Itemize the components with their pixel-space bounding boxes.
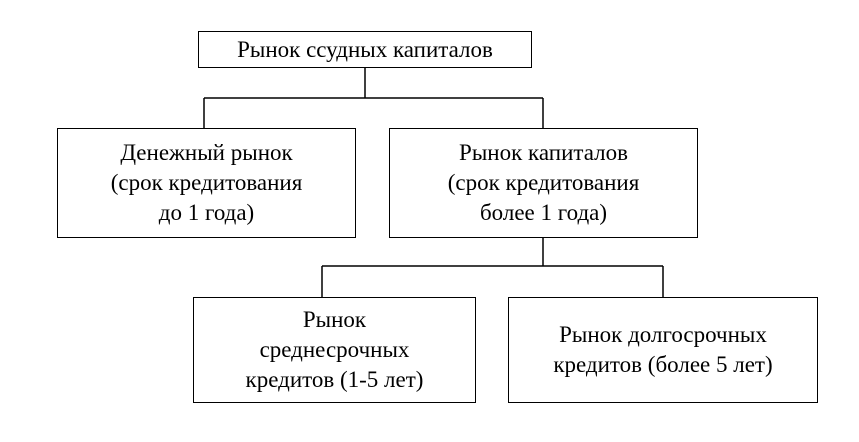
node-capital-market: Рынок капиталов (срок кредитования более… [389, 128, 698, 238]
node-text-line: Рынок капиталов [459, 140, 628, 165]
node-loan-capital-market: Рынок ссудных капиталов [198, 31, 532, 68]
node-text-line: (срок кредитования [110, 170, 303, 195]
node-text-line: (срок кредитования [447, 170, 640, 195]
node-mid-term-credit-market: Рынок среднесрочных кредитов (1-5 лет) [193, 297, 476, 403]
node-text-line: до 1 года) [158, 200, 255, 225]
node-text-line: кредитов (более 5 лет) [553, 352, 773, 377]
node-text-line: Рынок ссудных капиталов [237, 36, 493, 62]
node-text-line: более 1 года) [479, 200, 608, 225]
node-text-line: Рынок долгосрочных [559, 322, 767, 347]
node-money-market: Денежный рынок (срок кредитования до 1 г… [57, 128, 356, 238]
node-text-line: кредитов (1-5 лет) [245, 367, 424, 392]
node-text-line: Денежный рынок [120, 140, 293, 165]
node-text-line: среднесрочных [259, 337, 410, 362]
node-long-term-credit-market: Рынок долгосрочных кредитов (более 5 лет… [508, 297, 818, 403]
node-text-line: Рынок [302, 307, 367, 332]
